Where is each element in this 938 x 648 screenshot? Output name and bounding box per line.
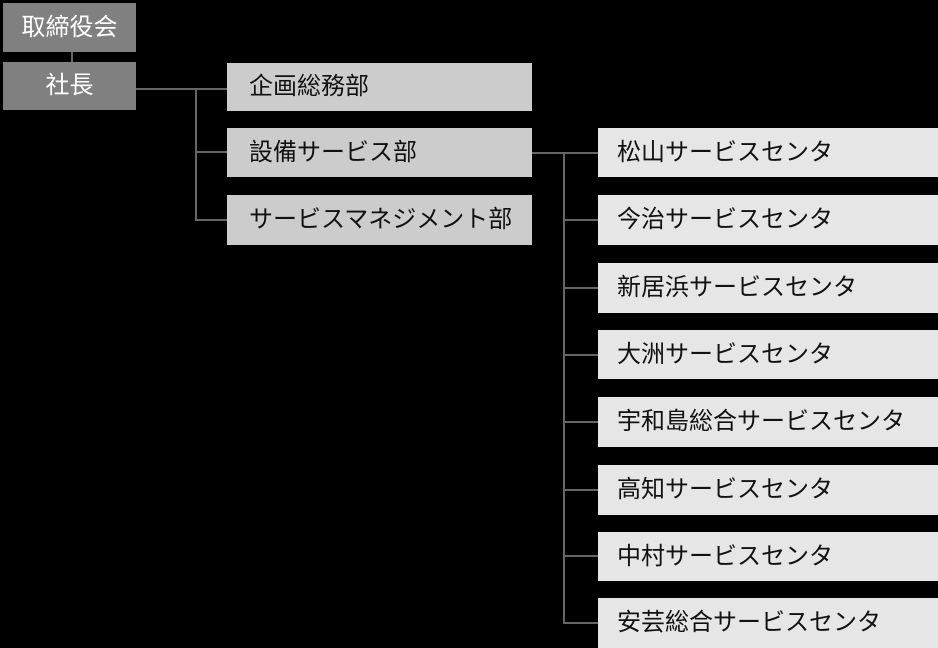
connector-equipment-matsuyama (532, 152, 598, 154)
connector-stub-imabari (563, 219, 598, 221)
dept-service-management-box: サービスマネジメント部 (227, 195, 532, 245)
center-ozu-box: 大洲サービスセンタ (598, 330, 938, 379)
connector-dept-trunk (195, 88, 197, 221)
connector-president-planning (136, 88, 227, 90)
connector-stub-uwajima (563, 421, 598, 423)
center-aki-box: 安芸総合サービスセンタ (598, 598, 938, 648)
center-niihama-box: 新居浜サービスセンタ (598, 263, 938, 313)
dept-equipment-service-box: 設備サービス部 (227, 128, 532, 177)
connector-stub-nakamura (563, 555, 598, 557)
center-imabari-box: 今治サービスセンタ (598, 195, 938, 245)
center-uwajima-box: 宇和島総合サービスセンタ (598, 397, 938, 447)
connector-stub-niihama (563, 287, 598, 289)
connector-stub-aki (563, 622, 598, 624)
center-nakamura-box: 中村サービスセンタ (598, 532, 938, 581)
connector-stub-equipment (195, 151, 227, 153)
connector-stub-ozu (563, 354, 598, 356)
dept-planning-general-affairs-box: 企画総務部 (227, 63, 532, 111)
center-matsuyama-box: 松山サービスセンタ (598, 128, 938, 177)
board-of-directors-box: 取締役会 (3, 3, 136, 52)
connector-stub-service-management (195, 219, 227, 221)
president-box: 社長 (3, 62, 136, 110)
connector-center-trunk (563, 152, 565, 624)
center-kochi-box: 高知サービスセンタ (598, 465, 938, 515)
connector-board-president (71, 52, 73, 62)
connector-stub-kochi (563, 489, 598, 491)
